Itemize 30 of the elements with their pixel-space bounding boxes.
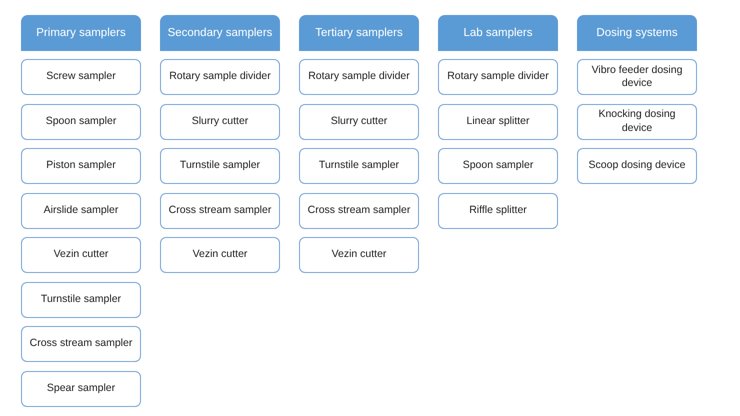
column-header: Tertiary samplers — [299, 15, 419, 51]
column-header: Primary samplers — [21, 15, 141, 51]
column-header: Dosing systems — [577, 15, 697, 51]
item-box: Scoop dosing device — [577, 148, 697, 184]
item-box: Cross stream sampler — [21, 326, 141, 362]
item-box: Slurry cutter — [160, 104, 280, 140]
item-box: Spoon sampler — [438, 148, 558, 184]
item-box: Vezin cutter — [160, 237, 280, 273]
item-box: Airslide sampler — [21, 192, 141, 228]
item-box: Spear sampler — [21, 370, 141, 406]
column-header: Secondary samplers — [160, 15, 280, 51]
item-box: Turnstile sampler — [160, 148, 280, 184]
item-box: Vezin cutter — [299, 237, 419, 273]
item-box: Turnstile sampler — [299, 148, 419, 184]
item-box: Spoon sampler — [21, 104, 141, 140]
item-box: Slurry cutter — [299, 104, 419, 140]
item-box: Cross stream sampler — [299, 192, 419, 228]
item-box: Turnstile sampler — [21, 282, 141, 318]
item-box: Rotary sample divider — [299, 59, 419, 95]
item-box: Cross stream sampler — [160, 192, 280, 228]
item-box: Linear splitter — [438, 104, 558, 140]
item-box: Vezin cutter — [21, 237, 141, 273]
item-box: Rotary sample divider — [160, 59, 280, 95]
item-box: Screw sampler — [21, 59, 141, 95]
item-box: Vibro feeder dosing device — [577, 59, 697, 95]
item-box: Piston sampler — [21, 148, 141, 184]
item-box: Knocking dosing device — [577, 104, 697, 140]
item-box: Riffle splitter — [438, 192, 558, 228]
column-header: Lab samplers — [438, 15, 558, 51]
item-box: Rotary sample divider — [438, 59, 558, 95]
